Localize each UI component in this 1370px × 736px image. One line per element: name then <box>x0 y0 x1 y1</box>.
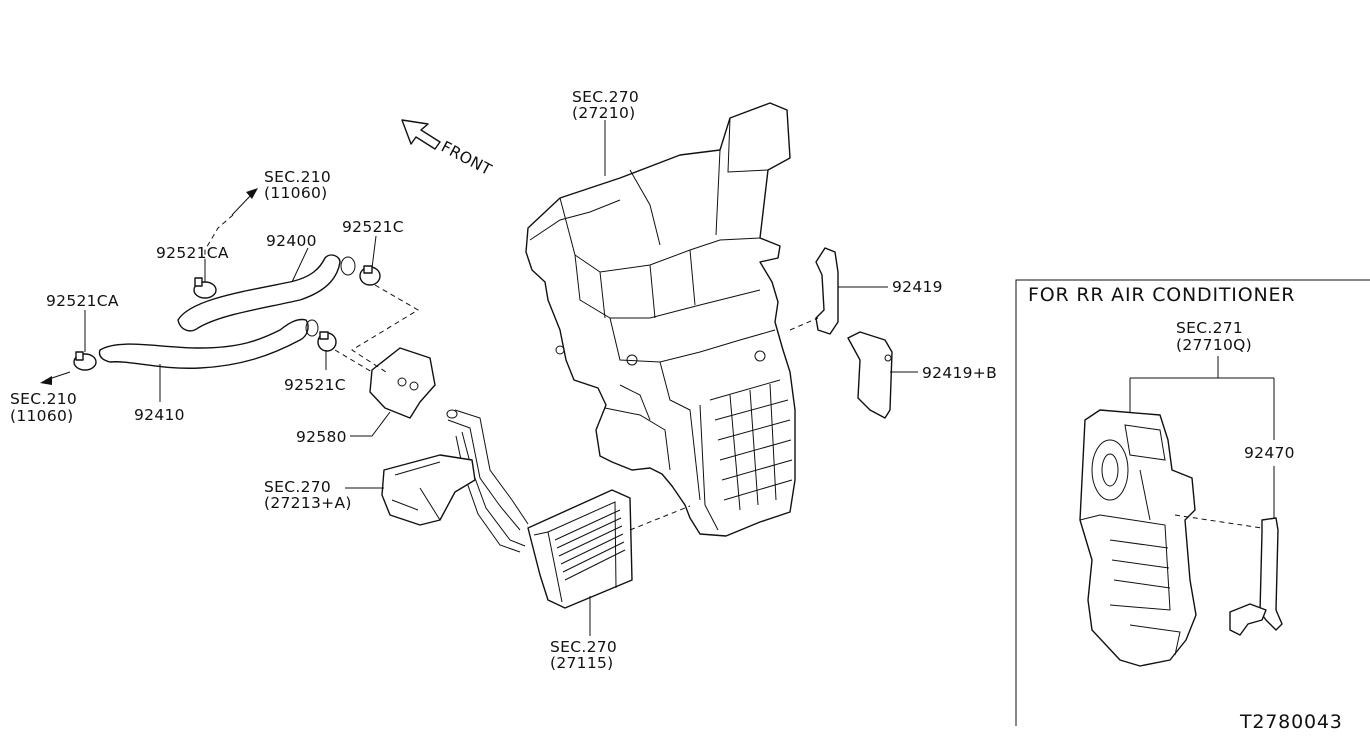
label-sec270-top-1: SEC.270 <box>572 88 639 106</box>
rr-pipe-92470 <box>1229 517 1283 636</box>
rr-air-conditioner-panel: FOR RR AIR CONDITIONER SEC.271 (27710Q) … <box>1015 279 1370 726</box>
hose-92400 <box>177 254 356 332</box>
label-92580: 92580 <box>296 428 347 446</box>
label-92470: 92470 <box>1244 444 1295 462</box>
rr-hvac-unit <box>1079 409 1197 667</box>
label-92521C-mid: 92521C <box>284 376 346 394</box>
label-sec271-1: SEC.271 <box>1176 319 1243 337</box>
label-sec270-mid-2: (27213+A) <box>264 494 352 512</box>
label-92521C-top: 92521C <box>342 218 404 236</box>
sec210-left-arrow <box>40 371 71 385</box>
label-92410: 92410 <box>134 406 185 424</box>
label-92419: 92419 <box>892 278 943 296</box>
clamp-92521CA-left <box>73 351 97 371</box>
label-92521CA-top: 92521CA <box>156 244 229 262</box>
label-92521CA-left: 92521CA <box>46 292 119 310</box>
label-sec210-left-2: (11060) <box>10 407 74 425</box>
grommet-92580 <box>369 347 436 419</box>
hose-92410 <box>98 318 319 369</box>
bracket-92419B <box>847 331 893 419</box>
label-sec270-top-2: (27210) <box>572 104 636 122</box>
sec210-top-arrow <box>231 188 258 216</box>
label-sec210-top-1: SEC.210 <box>264 168 331 186</box>
label-sec210-left-1: SEC.210 <box>10 390 77 408</box>
label-sec270-mid-1: SEC.270 <box>264 478 331 496</box>
hvac-main-unit <box>525 102 796 537</box>
label-sec210-top-2: (11060) <box>264 184 328 202</box>
front-arrow: FRONT <box>401 119 495 180</box>
clamp-92521C-mid <box>317 331 337 352</box>
diagram-id: T2780043 <box>1239 711 1343 733</box>
heater-cover <box>381 454 476 526</box>
heater-core <box>527 489 633 609</box>
clamp-92521CA-top <box>193 277 217 299</box>
clamp-92521C-top <box>359 265 381 286</box>
rr-box-title: FOR RR AIR CONDITIONER <box>1028 284 1295 306</box>
label-sec270-bot-2: (27115) <box>550 654 614 672</box>
label-sec271-2: (27710Q) <box>1176 336 1252 354</box>
label-92400: 92400 <box>266 232 317 250</box>
front-label: FRONT <box>438 138 495 180</box>
label-92419B: 92419+B <box>922 364 997 382</box>
bracket-92419 <box>815 247 839 335</box>
label-sec270-bot-1: SEC.270 <box>550 638 617 656</box>
